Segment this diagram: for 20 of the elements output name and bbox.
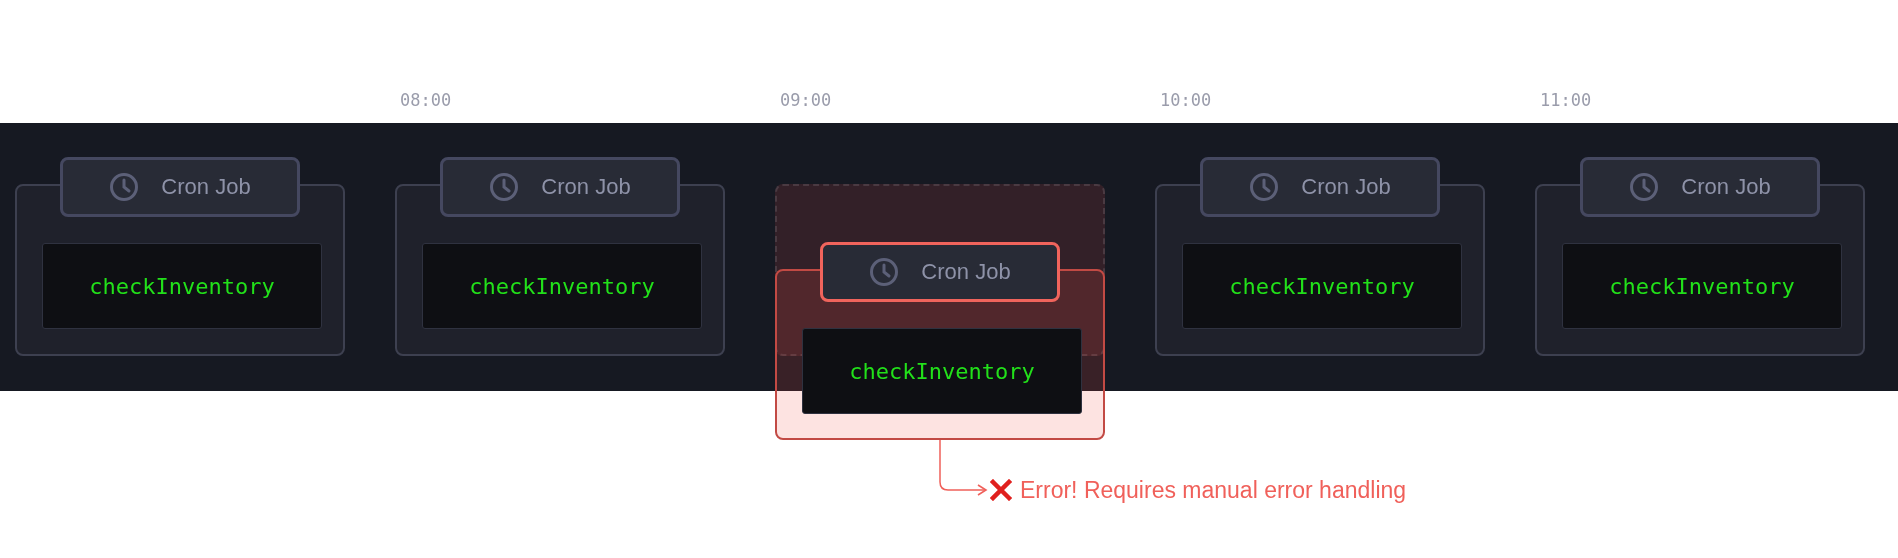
function-box: checkInventory	[1182, 243, 1462, 329]
job-tab	[1580, 157, 1820, 217]
time-label: 09:00	[780, 90, 832, 110]
function-box: checkInventory	[802, 328, 1082, 414]
job-type-label: Cron Job	[161, 174, 251, 200]
job-tab	[440, 157, 680, 217]
job-type-label: Cron Job	[921, 259, 1011, 285]
job-tab	[1200, 157, 1440, 217]
job-type-label: Cron Job	[1301, 174, 1391, 200]
time-label: 11:00	[1540, 90, 1592, 110]
time-label: 10:00	[1160, 90, 1212, 110]
time-label: 08:00	[400, 90, 452, 110]
function-box: checkInventory	[1562, 243, 1842, 329]
job-type-label: Cron Job	[541, 174, 631, 200]
error-text: Error! Requires manual error handling	[1020, 476, 1407, 504]
job-tab	[60, 157, 300, 217]
function-box: checkInventory	[42, 243, 322, 329]
arrow	[939, 439, 987, 496]
job-type-label: Cron Job	[1681, 174, 1771, 200]
function-box: checkInventory	[422, 243, 702, 329]
